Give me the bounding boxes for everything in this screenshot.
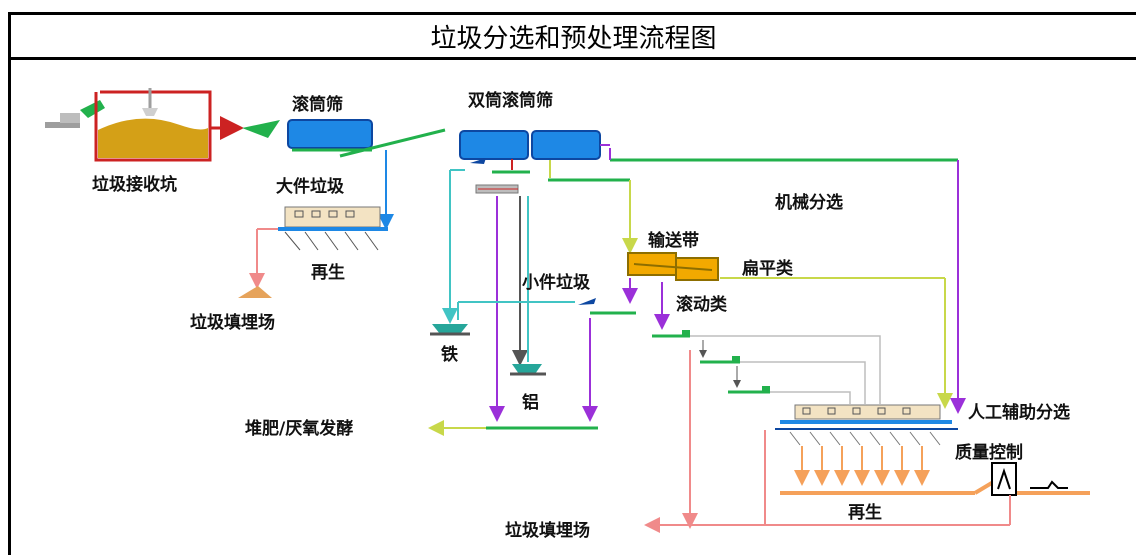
conveyor-unit (627, 252, 719, 281)
iron-collector (430, 324, 470, 336)
compost-label: 堆肥/厌氧发酵 (245, 418, 353, 439)
recycle-unit-top (278, 206, 388, 251)
aluminum-collector (510, 364, 546, 376)
flat-items-label: 扁平类 (742, 258, 794, 279)
truck-bed (45, 122, 80, 128)
iron-label: 铁 (441, 344, 458, 365)
conveyor-label: 输送带 (648, 230, 699, 251)
double-trommel (459, 130, 610, 160)
mechanical-sorting-label: 机械分选 (775, 192, 843, 213)
truck-cab (60, 113, 80, 123)
landfill-bottom-label: 垃圾填埋场 (505, 520, 590, 541)
aluminum-label: 铝 (522, 392, 539, 413)
double-trommel-label: 双筒滚筒筛 (468, 90, 553, 111)
bulky-waste-label: 大件垃圾 (276, 176, 345, 197)
cascade-separators (652, 330, 770, 394)
truck-dump (80, 100, 105, 118)
quality-control-label: 质量控制 (955, 442, 1023, 463)
title-bar: 垃圾分选和预处理流程图 (8, 12, 1136, 60)
recycle-bottom-label: 再生 (848, 502, 882, 523)
landfill-mound-left (238, 286, 272, 298)
trommel-screen (242, 119, 446, 158)
waste-heap (98, 118, 208, 158)
trommel-label: 滚筒筛 (292, 94, 343, 115)
rolling-items-label: 滚动类 (676, 294, 728, 315)
receiving-pit (45, 88, 244, 162)
recycle-top-label: 再生 (311, 262, 345, 283)
small-waste-label: 小件垃圾 (522, 272, 591, 293)
manual-sorting-label: 人工辅助分选 (968, 402, 1070, 423)
landfill-left-label: 垃圾填埋场 (190, 312, 275, 333)
page-title: 垃圾分选和预处理流程图 (430, 23, 717, 54)
quality-control-gate (991, 462, 1017, 496)
recycle-arrows (780, 446, 1090, 495)
magnetic-separator-1 (470, 158, 530, 194)
manual-sorting-station (775, 404, 958, 446)
receiving-pit-label: 垃圾接收坑 (92, 174, 177, 195)
